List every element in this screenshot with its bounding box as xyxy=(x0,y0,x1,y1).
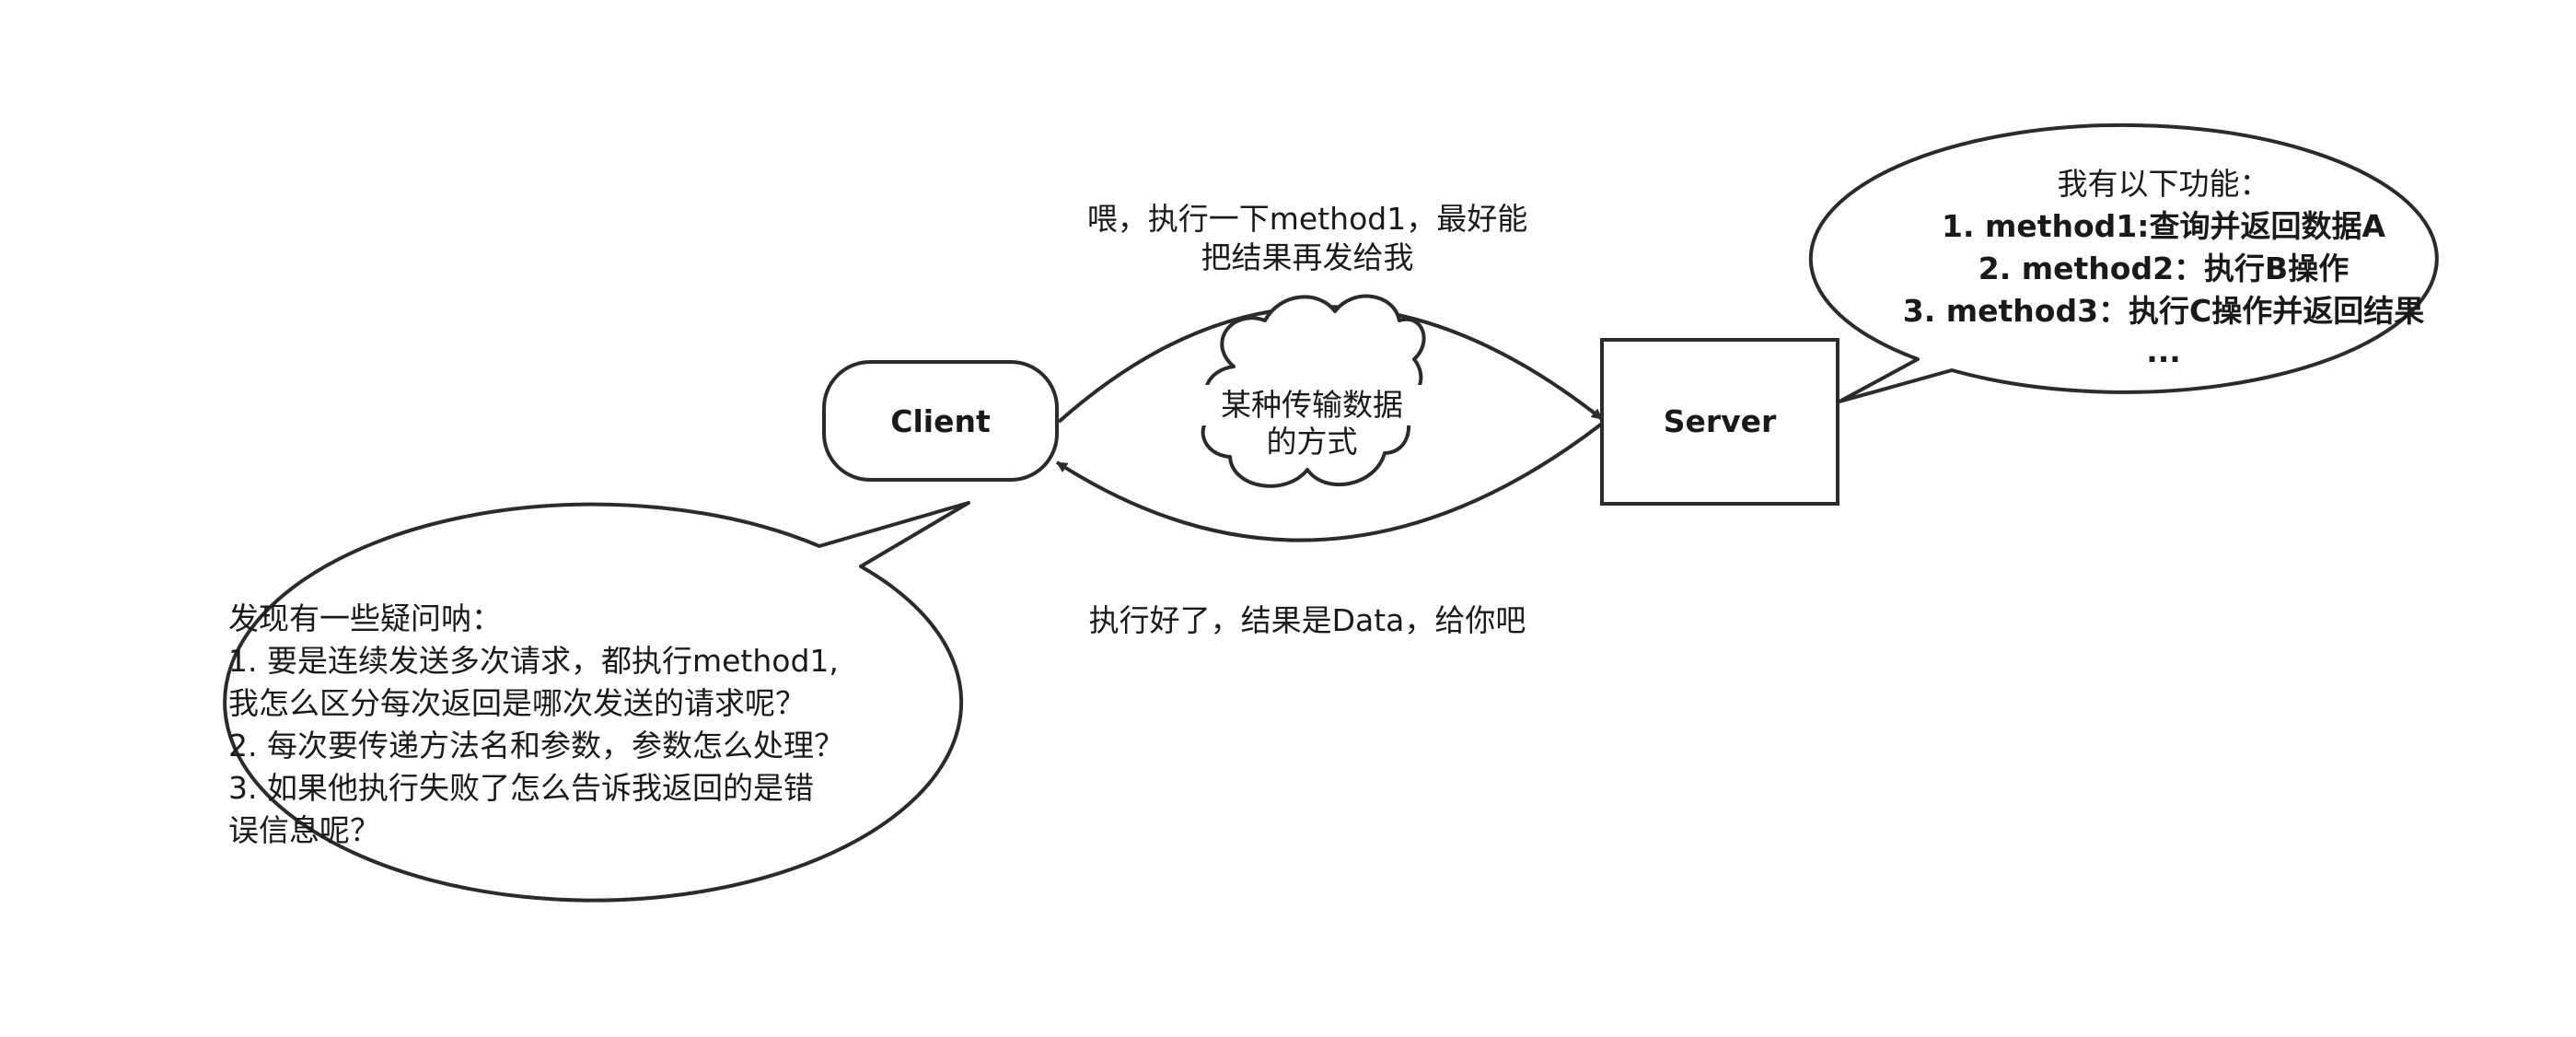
client-bubble-line: 发现有一些疑问呐： xyxy=(228,600,502,636)
request-message-line-1: 喂，执行一下method1，最好能 xyxy=(1086,201,1528,237)
response-arrow xyxy=(1055,422,1604,542)
client-speech-bubble xyxy=(223,501,970,903)
server-bubble-title: 我有以下功能： xyxy=(2057,166,2270,202)
server-label: Server xyxy=(1663,403,1777,439)
server-bubble-item: 1. method1:查询并返回数据A xyxy=(1941,208,2385,244)
server-bubble-item: ... xyxy=(2146,333,2181,369)
cloud-label-line-2: 的方式 xyxy=(1266,424,1358,460)
server-bubble-item: 3. method3：执行C操作并返回结果 xyxy=(1902,293,2425,329)
response-message: 执行好了，结果是Data，给你吧 xyxy=(1088,602,1526,638)
server-speech-bubble xyxy=(1808,122,2439,403)
cloud-label-line-1: 某种传输数据 xyxy=(1197,385,1427,425)
request-message-line-2: 把结果再发给我 xyxy=(1201,239,1414,275)
client-bubble-line: 我怎么区分每次返回是哪次发送的请求呢？ xyxy=(228,685,806,721)
client-node xyxy=(822,360,1059,482)
client-bubble-line: 3. 如果他执行失败了怎么告诉我返回的是错 xyxy=(228,770,814,806)
client-bubble-line: 2. 每次要传递方法名和参数，参数怎么处理？ xyxy=(228,728,844,763)
client-label: Client xyxy=(890,403,991,439)
server-node xyxy=(1600,338,1839,506)
server-bubble-item: 2. method2：执行B操作 xyxy=(1978,251,2350,286)
client-bubble-line: 误信息呢？ xyxy=(228,812,380,848)
client-bubble-line: 1. 要是连续发送多次请求，都执行method1, xyxy=(228,643,839,679)
